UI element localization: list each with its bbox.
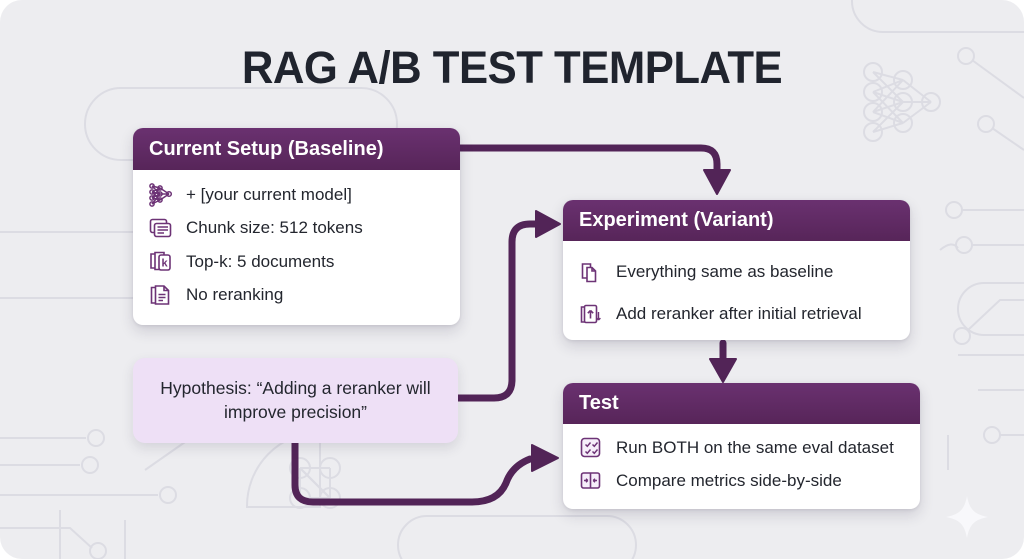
top-k-documents-icon: k	[147, 248, 174, 275]
sparkle-icon	[946, 496, 988, 538]
compare-icon	[577, 467, 604, 494]
rerank-order-icon	[577, 301, 604, 328]
test-box-header: Test	[563, 383, 920, 424]
list-item: Compare metrics side-by-side	[577, 464, 906, 497]
list-item: + [your current model]	[147, 178, 446, 212]
node-cluster-decoration	[289, 457, 341, 509]
pill-decoration	[397, 515, 637, 559]
list-item-label: Run BOTH on the same eval dataset	[616, 437, 894, 457]
chunk-document-icon	[147, 215, 174, 242]
list-item: No reranking	[147, 279, 446, 313]
list-item-label: + [your current model]	[186, 184, 352, 204]
hypothesis-box: Hypothesis: “Adding a reranker will impr…	[133, 358, 458, 443]
test-box: Test Run BOTH on the same eval dataset	[563, 383, 920, 509]
list-item-label: Everything same as baseline	[616, 262, 834, 281]
page-title: RAG A/B TEST TEMPLATE	[241, 42, 783, 93]
list-item-label: No reranking	[186, 285, 284, 305]
arrowhead-right	[535, 210, 561, 238]
arrowhead-right	[531, 444, 559, 472]
list-item-label: Top-k: 5 documents	[186, 251, 335, 271]
arrowhead-down	[703, 169, 731, 195]
list-item: k Top-k: 5 documents	[147, 245, 446, 279]
list-item: Everything same as baseline	[577, 251, 896, 293]
no-rerank-document-icon	[147, 282, 174, 309]
quarter-circle-decoration	[245, 430, 321, 508]
list-item-label: Compare metrics side-by-side	[616, 470, 842, 490]
arrow-baseline-to-variant	[454, 144, 721, 176]
arrow-hypothesis-to-variant	[454, 220, 540, 402]
list-item: Chunk size: 512 tokens	[147, 212, 446, 246]
list-item: Add reranker after initial retrieval	[577, 293, 896, 335]
checklist-icon	[577, 434, 604, 461]
list-item: Run BOTH on the same eval dataset	[577, 431, 906, 464]
baseline-box: Current Setup (Baseline) + [your current…	[133, 128, 460, 325]
pill-decoration	[851, 0, 1024, 33]
arrow-hypothesis-to-test	[291, 439, 534, 506]
baseline-box-header: Current Setup (Baseline)	[133, 128, 460, 170]
hypothesis-text: Hypothesis: “Adding a reranker will impr…	[160, 377, 431, 422]
svg-text:k: k	[161, 258, 168, 270]
neural-network-icon	[147, 181, 174, 208]
copy-icon	[577, 259, 604, 286]
list-item-label: Chunk size: 512 tokens	[186, 218, 363, 238]
list-item-label: Add reranker after initial retrieval	[616, 304, 862, 323]
variant-box-header: Experiment (Variant)	[563, 200, 910, 241]
arrowhead-down	[709, 358, 737, 383]
circuit-decoration	[939, 47, 1024, 470]
variant-box: Experiment (Variant) Everything same as …	[563, 200, 910, 340]
